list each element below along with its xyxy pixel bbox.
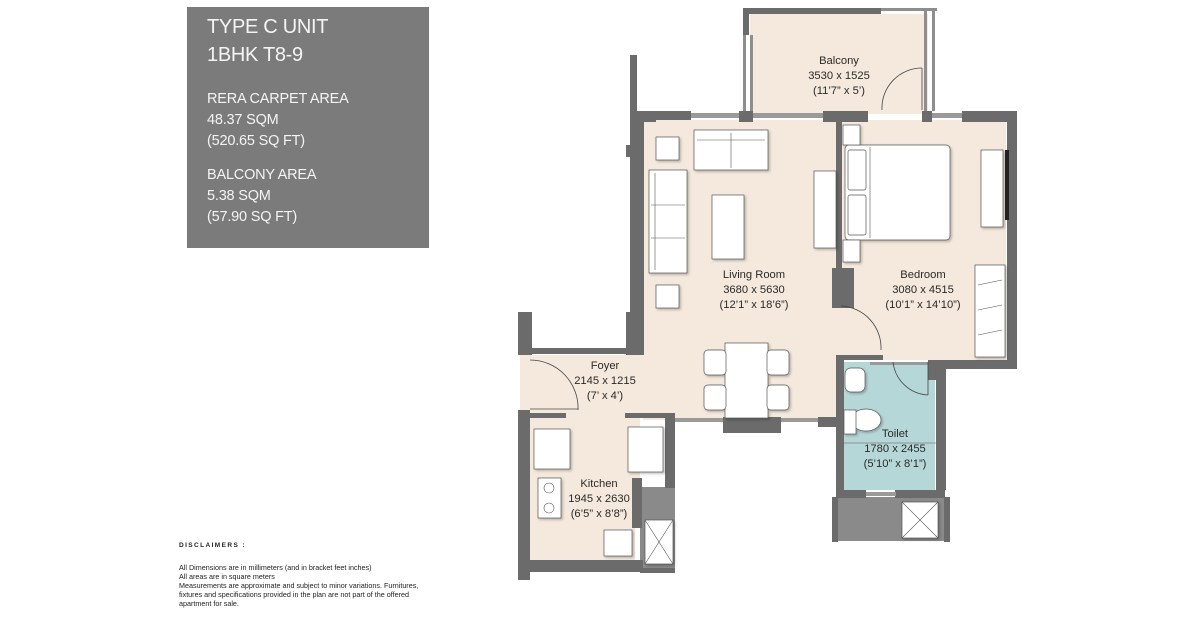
carpet-area-sqm: 48.37 SQM — [207, 112, 279, 128]
toilet-dimensions-mm: 1780 x 2455 — [864, 443, 926, 455]
unit-config-subtitle: 1BHK T8-9 — [207, 44, 303, 66]
carpet-area-label: RERA CARPET AREA — [207, 91, 349, 107]
room-label-kitchen: Kitchen 1945 x 2630 (6’5” x 8’8”) — [568, 477, 630, 522]
kitchen-dimensions-ft: (6’5” x 8’8”) — [570, 508, 628, 520]
toilet-name: Toilet — [881, 428, 909, 440]
furniture — [533, 124, 1006, 565]
balcony-name: Balcony — [819, 55, 859, 67]
balcony-area-sqm: 5.38 SQM — [207, 188, 271, 204]
bedroom-name: Bedroom — [900, 269, 946, 281]
disclaimer-line: apartment for sale. — [179, 598, 239, 608]
walls — [518, 8, 1017, 580]
balcony-dimensions-mm: 3530 x 1525 — [808, 70, 870, 82]
unit-info-box: TYPE C UNIT 1BHK T8-9 RERA CARPET AREA 4… — [187, 7, 429, 248]
living-room-dimensions-mm: 3680 x 5630 — [723, 284, 785, 296]
balcony-area-sqft: (57.90 SQ FT) — [207, 209, 298, 225]
foyer-name: Foyer — [590, 360, 620, 372]
disclaimer-line: All Dimensions are in millimeters (and i… — [179, 563, 372, 572]
furniture-details — [543, 133, 1003, 565]
bedroom-dimensions-mm: 3080 x 4515 — [892, 284, 954, 296]
disclaimer-line: Measurements are approximate and subject… — [179, 580, 419, 590]
balcony-dimensions-ft: (11’7” x 5’) — [812, 85, 865, 97]
kitchen-dimensions-mm: 1945 x 2630 — [568, 493, 630, 505]
disclaimer-line: fixtures and specifications provided in … — [179, 589, 410, 599]
room-label-living: Living Room 3680 x 5630 (12’1” x 18’6”) — [719, 268, 788, 313]
carpet-area-group: RERA CARPET AREA 48.37 SQM (520.65 SQ FT… — [207, 89, 429, 152]
unit-type-title: TYPE C UNIT — [207, 16, 329, 38]
room-label-bedroom: Bedroom 3080 x 4515 (10’1” x 14’10”) — [885, 268, 960, 313]
carpet-area-sqft: (520.65 SQ FT) — [207, 133, 305, 149]
doors — [529, 67, 929, 411]
bedroom-dimensions-ft: (10’1” x 14’10”) — [885, 299, 961, 311]
disclaimer-block: DISCLAIMERS : All Dimensions are in mill… — [179, 542, 479, 609]
room-label-foyer: Foyer 2145 x 1215 (7’ x 4’) — [574, 359, 636, 404]
living-room-dimensions-ft: (12’1” x 18’6”) — [719, 299, 789, 311]
disclaimer-line: All areas are in square meters — [179, 571, 275, 581]
kitchen-name: Kitchen — [580, 478, 618, 490]
balcony-area-label: BALCONY AREA — [207, 167, 317, 183]
disclaimer-title: DISCLAIMERS : — [179, 542, 246, 549]
foyer-dimensions-mm: 2145 x 1215 — [574, 375, 636, 387]
toilet-dimensions-ft: (5’10” x 8’1”) — [863, 458, 927, 470]
foyer-dimensions-ft: (7’ x 4’) — [586, 390, 624, 402]
balcony-area-group: BALCONY AREA 5.38 SQM (57.90 SQ FT) — [207, 165, 429, 228]
living-room-name: Living Room — [722, 269, 786, 281]
room-label-toilet: Toilet 1780 x 2455 (5’10” x 8’1”) — [864, 427, 927, 472]
room-label-balcony: Balcony 3530 x 1525 (11’7” x 5’) — [808, 54, 870, 99]
